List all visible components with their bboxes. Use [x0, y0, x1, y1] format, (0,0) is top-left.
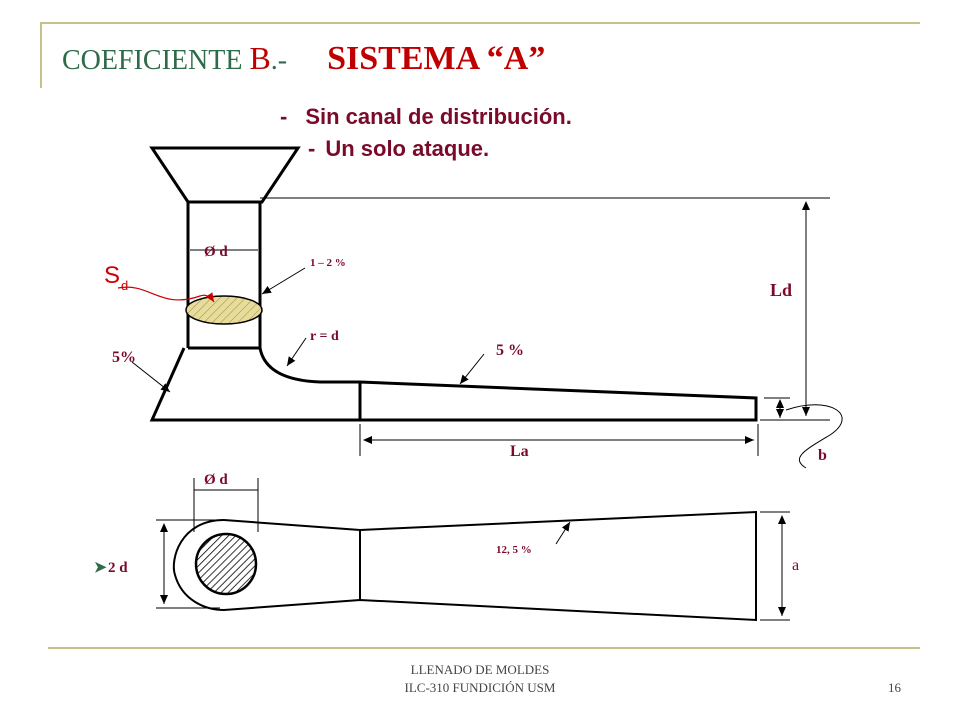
title-part-2: B [249, 40, 271, 76]
pct-5-right-leader [459, 353, 485, 385]
pct-5-left-label: 5% [112, 349, 136, 366]
radius-leader [286, 337, 307, 367]
sprue-base-arc [172, 519, 225, 611]
top-frame-line [40, 22, 920, 24]
radius-label: r = d [310, 329, 339, 344]
runner-plan-view [223, 510, 757, 622]
subtitle-dash-2: - [308, 136, 316, 161]
subtitle-text-2: Un solo ataque. [325, 136, 490, 161]
subtitle-line-2: -Un solo ataque. [308, 136, 489, 162]
a-label: a [792, 557, 799, 574]
footer-line-1: LLENADO DE MOLDES [410, 662, 550, 677]
ld-label: Ld [770, 280, 792, 300]
title-part-4: SISTEMA “A” [327, 40, 546, 77]
two-d-bullet-icon: ➤ [94, 559, 107, 576]
two-d-label: 2 d [108, 560, 128, 576]
subtitle-text-1: Sin canal de distribución. [305, 104, 572, 129]
b-leader-curve [785, 404, 843, 469]
page-number: 16 [888, 680, 901, 695]
left-frame-line [40, 22, 42, 88]
title-part-1: COEFICIENTE [62, 45, 250, 76]
sd-label-main: S [104, 262, 120, 289]
sprue-to-runner-radius [258, 347, 360, 384]
sprue-plan-circle [194, 532, 258, 596]
pct-1-2-label: 1 – 2 % [310, 257, 346, 269]
sprue-well [149, 347, 360, 422]
pct-5-left-leader [131, 361, 171, 393]
od-bottom-label: Ø d [204, 472, 228, 488]
od-top-label: Ø d [204, 244, 228, 260]
subtitle-line-1: -Sin canal de distribución. [280, 104, 572, 130]
footer-line-2: ILC-310 FUNDICIÓN USM [404, 680, 556, 695]
pct-5-right-label: 5 % [496, 342, 524, 359]
slide-title: COEFICIENTE B.- SISTEMA “A” [62, 40, 545, 78]
bottom-frame-line [48, 647, 920, 649]
pct-1-2-leader [261, 267, 306, 295]
la-label: La [510, 443, 529, 460]
pouring-cup [149, 146, 301, 204]
pct-12-5-leader [555, 521, 571, 545]
b-label: b [818, 447, 827, 464]
sd-label-sub: d [121, 278, 128, 293]
runner-side-view [358, 380, 758, 422]
sprue-section-ellipse [185, 295, 263, 325]
subtitle-dash-1: - [280, 104, 288, 129]
title-part-3: .- [270, 45, 288, 76]
pct-12-5-label: 12, 5 % [496, 544, 532, 556]
sd-leader [117, 286, 215, 303]
